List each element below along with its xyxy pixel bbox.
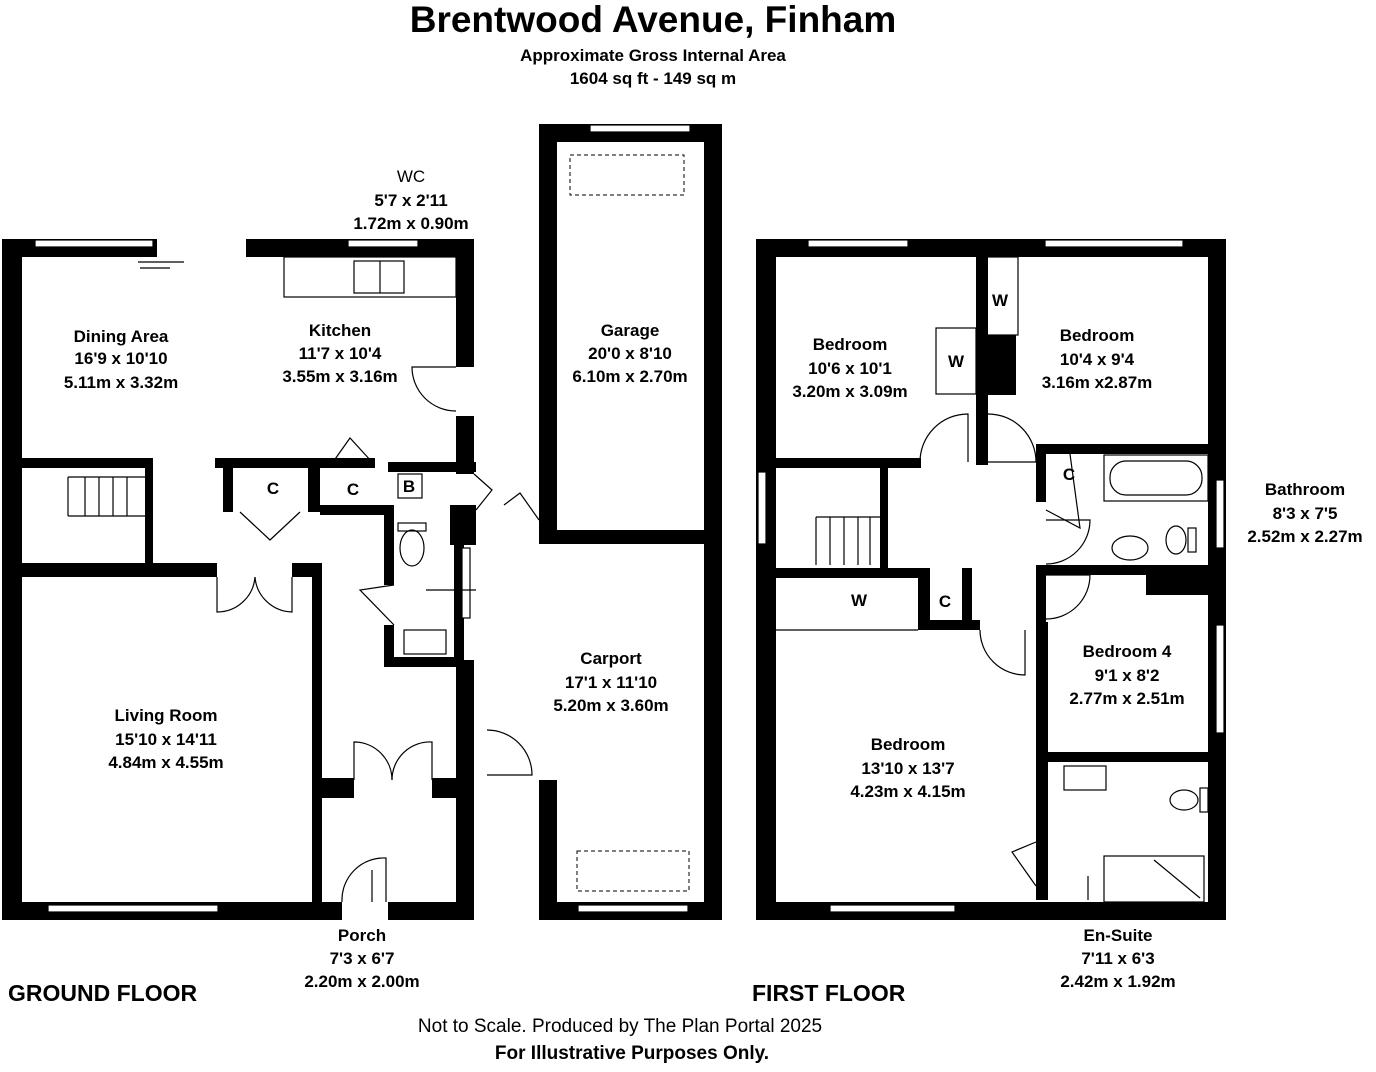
room-bedroom-right: Bedroom 10'4 x 9'4 3.16m x2.87m (1042, 326, 1153, 392)
room-imperial: 9'1 x 8'2 (1095, 666, 1160, 685)
room-name: Living Room (115, 706, 218, 725)
plan-area: 1604 sq ft - 149 sq m (570, 69, 736, 88)
window-garage-top (589, 124, 691, 133)
window-carport-bottom (577, 904, 689, 913)
room-imperial: 10'6 x 10'1 (808, 359, 892, 378)
room-imperial: 13'10 x 13'7 (861, 759, 954, 778)
cupboard-marker: C (1063, 465, 1075, 484)
room-imperial: 15'10 x 14'11 (115, 730, 217, 749)
room-name: Dining Area (74, 327, 169, 346)
room-dining: Dining Area 16'9 x 10'10 5.11m x 3.32m (64, 327, 178, 392)
room-metric: 6.10m x 2.70m (572, 367, 687, 386)
wardrobe-marker: W (948, 352, 965, 371)
ground-floor-walls (2, 124, 722, 920)
window-main-bedroom (829, 904, 956, 913)
first-floor-label: FIRST FLOOR (752, 980, 906, 1006)
room-porch: Porch 7'3 x 6'7 2.20m x 2.00m (304, 926, 419, 991)
room-metric: 4.84m x 4.55m (108, 753, 223, 772)
window-bed-left (807, 239, 909, 248)
window-bathroom (1215, 479, 1225, 549)
boiler-marker: B (403, 477, 415, 496)
room-metric: 4.23m x 4.15m (850, 782, 965, 801)
room-metric: 2.77m x 2.51m (1069, 689, 1184, 708)
room-kitchen: Kitchen 11'7 x 10'4 3.55m x 3.16m (282, 321, 397, 386)
room-imperial: 20'0 x 8'10 (588, 344, 672, 363)
room-metric: 1.72m x 0.90m (353, 214, 468, 233)
room-metric: 3.20m x 3.09m (792, 382, 907, 401)
window-bed4 (1215, 624, 1225, 734)
room-bedroom-4: Bedroom 4 9'1 x 8'2 2.77m x 2.51m (1069, 642, 1184, 708)
window-wc (461, 547, 471, 619)
room-garage: Garage 20'0 x 8'10 6.10m x 2.70m (572, 321, 687, 386)
room-ensuite: En-Suite 7'11 x 6'3 2.42m x 1.92m (1060, 926, 1175, 991)
room-name: Garage (601, 321, 660, 340)
window-dining (34, 239, 154, 248)
room-imperial: 8'3 x 7'5 (1273, 504, 1338, 523)
room-imperial: 10'4 x 9'4 (1060, 350, 1135, 369)
room-name: Bedroom 4 (1083, 642, 1172, 661)
room-imperial: 7'3 x 6'7 (330, 949, 395, 968)
room-imperial: 11'7 x 10'4 (299, 344, 382, 363)
ground-fixtures (67, 154, 690, 903)
room-name: Bedroom (813, 335, 888, 354)
footer-note: Not to Scale. Produced by The Plan Porta… (418, 1016, 822, 1037)
window-bed-right (1044, 239, 1184, 248)
window-living (47, 904, 219, 913)
window-landing (757, 471, 767, 545)
room-bedroom-main: Bedroom 13'10 x 13'7 4.23m x 4.15m (850, 735, 965, 801)
room-name: WC (397, 167, 425, 186)
room-name: Porch (338, 926, 386, 945)
cupboard-marker: C (939, 592, 951, 611)
room-name: Carport (580, 649, 642, 668)
room-wc: WC 5'7 x 2'11 1.72m x 0.90m (353, 167, 468, 233)
window-kitchen (347, 239, 419, 248)
room-metric: 5.20m x 3.60m (553, 696, 668, 715)
wardrobe-marker: W (851, 591, 868, 610)
room-metric: 2.20m x 2.00m (304, 972, 419, 991)
ground-floor-label: GROUND FLOOR (8, 980, 197, 1006)
wardrobe-marker: W (992, 291, 1009, 310)
room-imperial: 5'7 x 2'11 (374, 191, 447, 210)
room-imperial: 16'9 x 10'10 (74, 349, 167, 368)
room-name: En-Suite (1084, 926, 1153, 945)
cupboard-marker: C (267, 479, 279, 498)
room-metric: 2.42m x 1.92m (1060, 972, 1175, 991)
room-metric: 2.52m x 2.27m (1247, 527, 1362, 546)
room-bathroom: Bathroom 8'3 x 7'5 2.52m x 2.27m (1247, 480, 1362, 546)
room-living: Living Room 15'10 x 14'11 4.84m x 4.55m (108, 706, 223, 772)
plan-subtitle: Approximate Gross Internal Area (520, 46, 786, 65)
room-metric: 3.55m x 3.16m (282, 367, 397, 386)
room-carport: Carport 17'1 x 11'10 5.20m x 3.60m (553, 649, 668, 715)
room-name: Bedroom (871, 735, 946, 754)
room-name: Bathroom (1265, 480, 1345, 499)
room-metric: 5.11m x 3.32m (64, 373, 178, 392)
plan-title: Brentwood Avenue, Finham (410, 0, 897, 40)
room-bedroom-left: Bedroom 10'6 x 10'1 3.20m x 3.09m (792, 335, 907, 401)
cupboard-marker: C (347, 480, 359, 499)
first-fixtures (776, 256, 1209, 903)
room-imperial: 7'11 x 6'3 (1081, 949, 1154, 968)
room-name: Bedroom (1060, 326, 1135, 345)
room-name: Kitchen (309, 321, 371, 340)
first-floor-walls (756, 239, 1226, 920)
room-metric: 3.16m x2.87m (1042, 373, 1153, 392)
room-imperial: 17'1 x 11'10 (565, 673, 657, 692)
footer-disclaimer: For Illustrative Purposes Only. (495, 1043, 769, 1064)
